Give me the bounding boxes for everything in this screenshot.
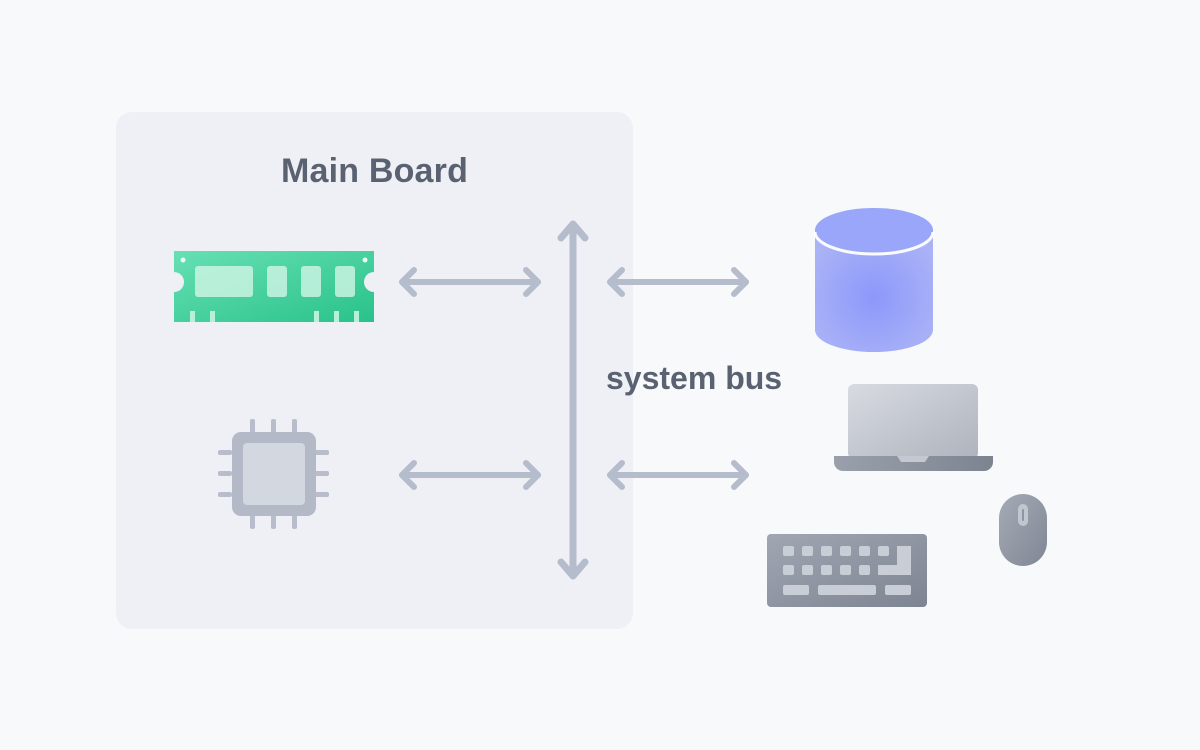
- cpu-chip-icon: [218, 419, 329, 529]
- bus-peripherals-arrow: [607, 460, 749, 490]
- keyboard-icon: [767, 534, 927, 607]
- system-bus-arrow: [557, 220, 589, 580]
- main-board-title: Main Board: [280, 152, 469, 190]
- database-icon: [813, 208, 935, 352]
- mouse-icon: [999, 494, 1047, 566]
- main-board-panel: [116, 112, 633, 629]
- ram-module-icon: [174, 251, 374, 322]
- ram-bus-arrow: [399, 267, 541, 297]
- cpu-bus-arrow: [399, 460, 541, 490]
- bus-storage-arrow: [607, 267, 749, 297]
- system-bus-label: system bus: [606, 360, 783, 396]
- laptop-icon: [834, 384, 993, 471]
